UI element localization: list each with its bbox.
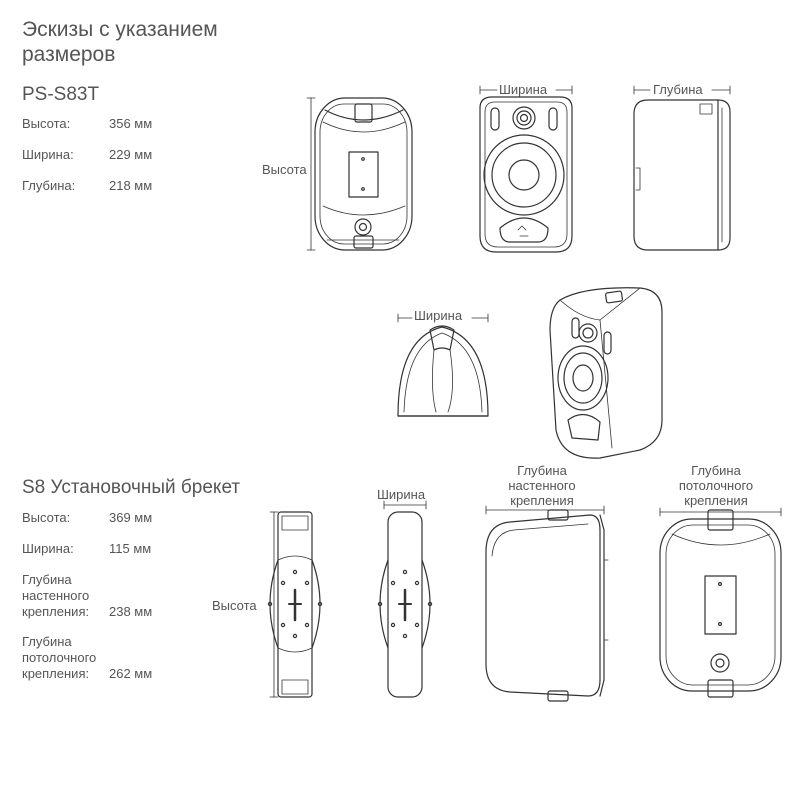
wall-depth-dimension-line — [485, 505, 605, 515]
spec2-label-width: Ширина: — [22, 541, 74, 556]
spec2-value-wall-depth: 238 мм — [109, 604, 153, 619]
spec2-label-wall-depth: Глубина настенного крепления: — [22, 572, 89, 620]
spec-label-height: Высота: — [22, 116, 71, 131]
width-dimension-line-bracket — [383, 500, 427, 510]
ceiling-depth-dimension-line — [659, 507, 782, 517]
page-title-line-1: Эскизы с указанием — [22, 18, 218, 41]
spec2-value-ceiling-depth: 262 мм — [109, 666, 153, 681]
dim-depth-speaker-side: Глубина — [653, 82, 703, 97]
dim-ceiling-depth-line-1: Глубина — [691, 463, 741, 478]
spec2-label-wall-depth-line-1: Глубина — [22, 572, 72, 587]
spec2-label-ceiling-depth-line-3: крепления: — [22, 666, 90, 681]
speaker-perspective-view — [549, 287, 663, 459]
spec2-label-height: Высота: — [22, 510, 71, 525]
product1-name: PS-S83T — [22, 84, 100, 105]
spec2-label-ceiling-depth-line-2: потолочного — [22, 650, 97, 665]
depth-dimension-line-side — [633, 85, 731, 95]
dim-ceiling-depth: Глубина потолочного крепления — [670, 463, 762, 508]
height-dimension-line-speaker — [306, 97, 316, 251]
spec-value-depth: 218 мм — [109, 178, 153, 193]
bracket-side-view — [377, 511, 433, 698]
spec-label-depth: Глубина: — [22, 178, 76, 193]
dim-wall-depth-line-1: Глубина — [517, 463, 567, 478]
height-dimension-line-bracket — [269, 511, 279, 698]
spec2-label-wall-depth-line-3: крепления: — [22, 604, 90, 619]
speaker-side-view — [633, 99, 731, 251]
product2-name: S8 Установочный брекет — [22, 477, 241, 498]
speaker-ceiling-mount-view — [659, 509, 782, 698]
spec-label-width: Ширина: — [22, 147, 74, 162]
dim-width-speaker-top: Ширина — [414, 308, 463, 323]
speaker-wall-mount-view — [485, 509, 609, 702]
spec2-label-ceiling-depth-line-1: Глубина — [22, 634, 72, 649]
spec2-label-wall-depth-line-2: настенного — [22, 588, 90, 603]
bracket-front-view — [267, 511, 323, 698]
spec2-value-width: 115 мм — [109, 541, 152, 556]
page-title: Эскизы с указанием размеров — [22, 17, 218, 67]
spec2-value-height: 369 мм — [109, 510, 153, 525]
width-dimension-line-top — [397, 313, 489, 323]
dim-ceiling-depth-line-3: крепления — [684, 493, 748, 508]
page-title-line-2: размеров — [22, 43, 116, 66]
speaker-front-view — [479, 96, 573, 253]
width-dimension-line-front — [479, 85, 573, 95]
spec-value-width: 229 мм — [109, 147, 153, 162]
dim-wall-depth-line-3: крепления — [510, 493, 574, 508]
dim-width-bracket: Ширина — [377, 487, 426, 502]
dim-height-speaker: Высота — [262, 162, 307, 177]
spec-value-height: 356 мм — [109, 116, 153, 131]
speaker-top-view — [397, 325, 489, 417]
dim-wall-depth: Глубина настенного крепления — [497, 463, 587, 508]
spec2-label-ceiling-depth: Глубина потолочного крепления: — [22, 634, 96, 682]
dim-height-bracket: Высота — [212, 598, 257, 613]
dim-wall-depth-line-2: настенного — [508, 478, 576, 493]
speaker-back-view — [314, 97, 413, 251]
dim-width-speaker-front: Ширина — [499, 82, 548, 97]
dim-ceiling-depth-line-2: потолочного — [678, 478, 754, 493]
